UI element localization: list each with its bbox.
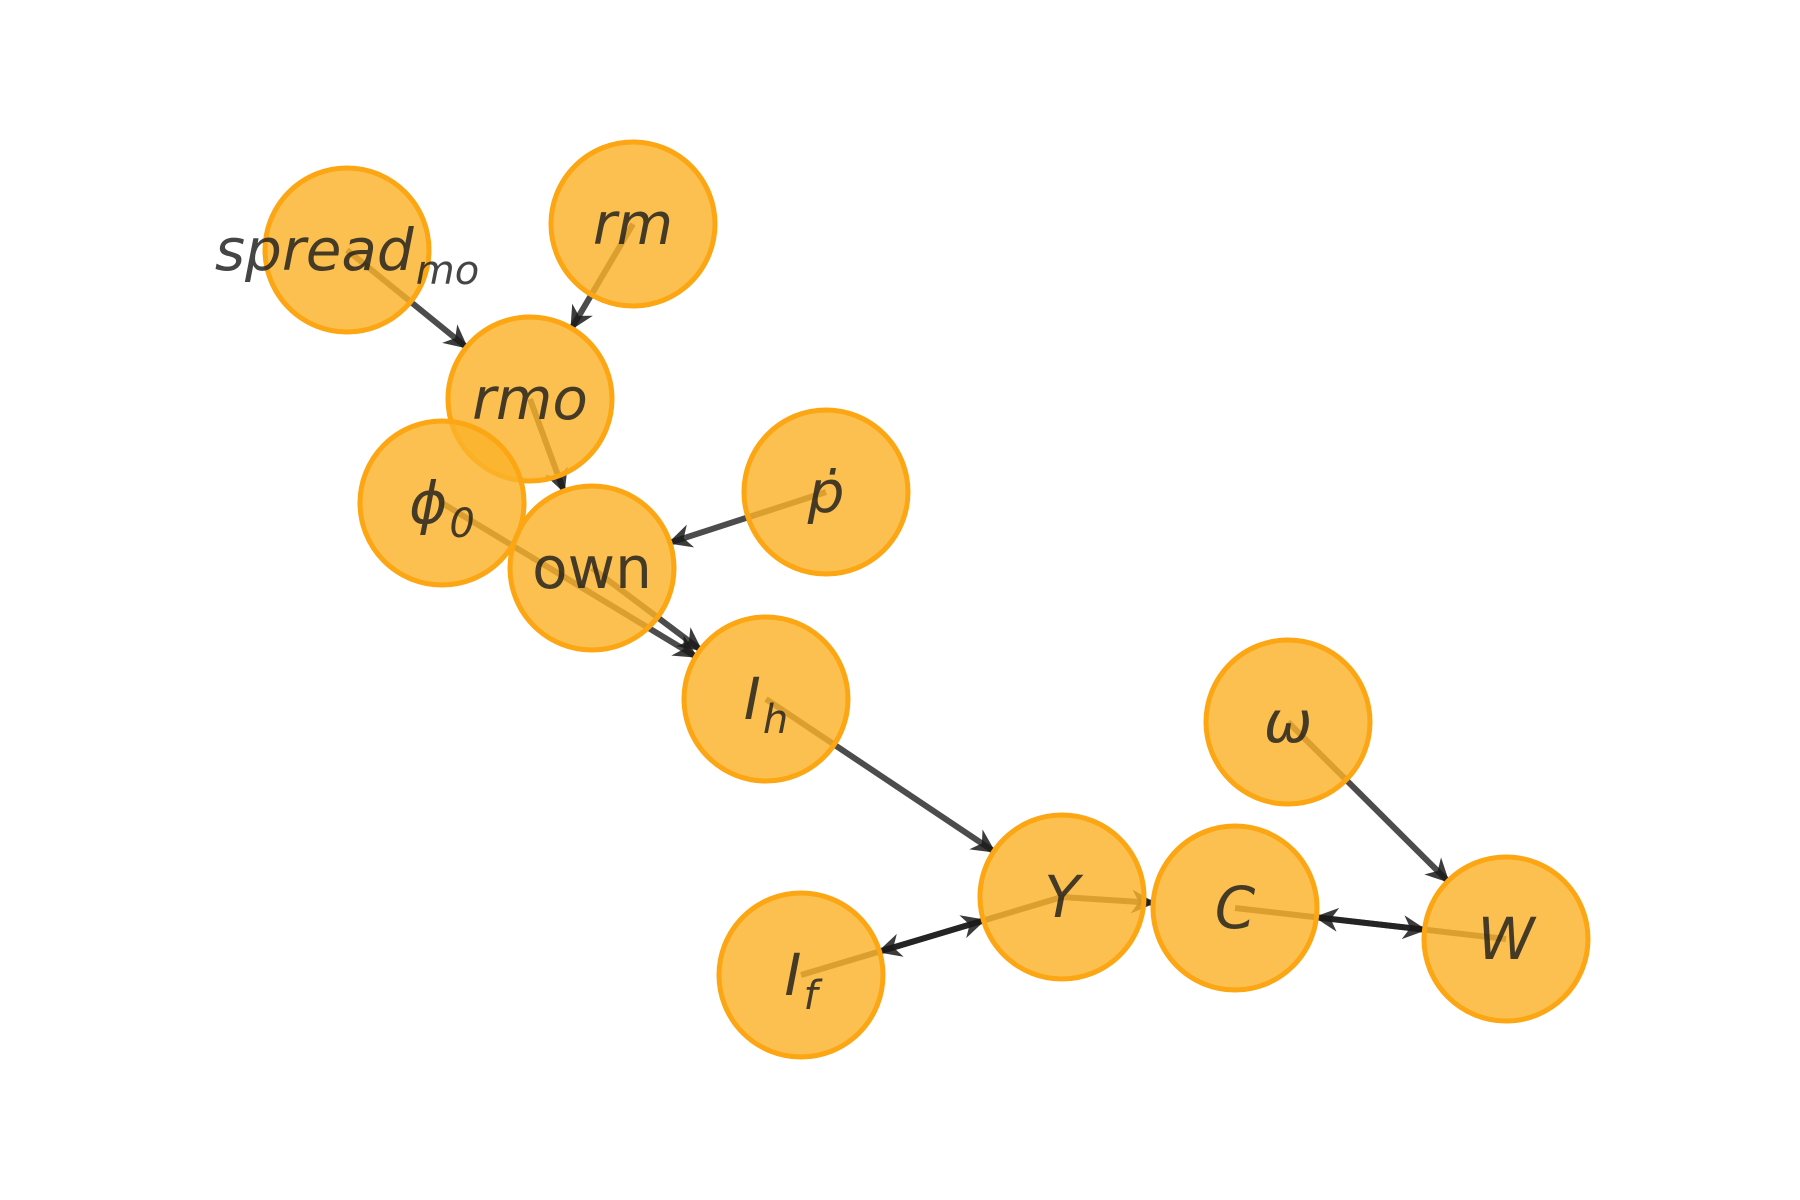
node-label-base: rm — [593, 190, 673, 258]
node-label-p_dot: ṗ — [807, 458, 845, 526]
node-label-subscript: 0 — [449, 501, 474, 547]
node-circle-phi_0 — [357, 418, 527, 588]
node-circle-own — [507, 483, 677, 653]
node-label-subscript: h — [763, 697, 788, 743]
node-label-base: ω — [1264, 688, 1313, 756]
node-rm: rm — [548, 139, 718, 309]
node-circle-C — [1150, 823, 1320, 993]
node-label-base: I — [784, 941, 801, 1009]
node-p_dot: ṗ — [741, 407, 911, 577]
node-label-own: own — [532, 534, 652, 602]
node-circle-omega — [1203, 637, 1373, 807]
node-label-Y: Y — [1044, 863, 1084, 931]
node-phi_0: ϕ0 — [357, 418, 527, 588]
node-label-base: I — [744, 665, 761, 733]
node-label-base: W — [1477, 905, 1537, 973]
node-W: W — [1421, 854, 1591, 1024]
node-circle-W — [1421, 854, 1591, 1024]
node-circle-spread_mo — [262, 165, 432, 335]
node-label-I_h: Ih — [744, 665, 788, 743]
node-label-omega: ω — [1264, 688, 1313, 756]
node-circle-rm — [548, 139, 718, 309]
node-label-rm: rm — [593, 190, 673, 258]
node-label-phi_0: ϕ0 — [409, 469, 475, 547]
node-spread_mo: spreadmo — [215, 165, 479, 335]
node-label-base: ϕ — [409, 469, 447, 537]
node-label-subscript: mo — [416, 248, 479, 294]
node-circle-I_h — [681, 614, 851, 784]
node-circle-Y — [977, 812, 1147, 982]
node-own: own — [507, 483, 677, 653]
node-label-base: ṗ — [807, 458, 845, 526]
node-label-base: C — [1215, 874, 1256, 942]
node-label-spread_mo: spreadmo — [215, 216, 479, 294]
node-C: C — [1150, 823, 1320, 993]
node-label-W: W — [1477, 905, 1537, 973]
node-I_f: If — [716, 890, 886, 1060]
node-label-base: Y — [1044, 863, 1084, 931]
node-I_h: Ih — [681, 614, 851, 784]
node-label-base: own — [532, 534, 652, 602]
node-omega: ω — [1203, 637, 1373, 807]
node-label-base: rmo — [472, 365, 588, 433]
node-label-rmo: rmo — [472, 365, 588, 433]
node-circle-p_dot — [741, 407, 911, 577]
node-Y: Y — [977, 812, 1147, 982]
node-circle-I_f — [716, 890, 886, 1060]
node-label-C: C — [1215, 874, 1256, 942]
node-label-base: spread — [215, 216, 415, 284]
